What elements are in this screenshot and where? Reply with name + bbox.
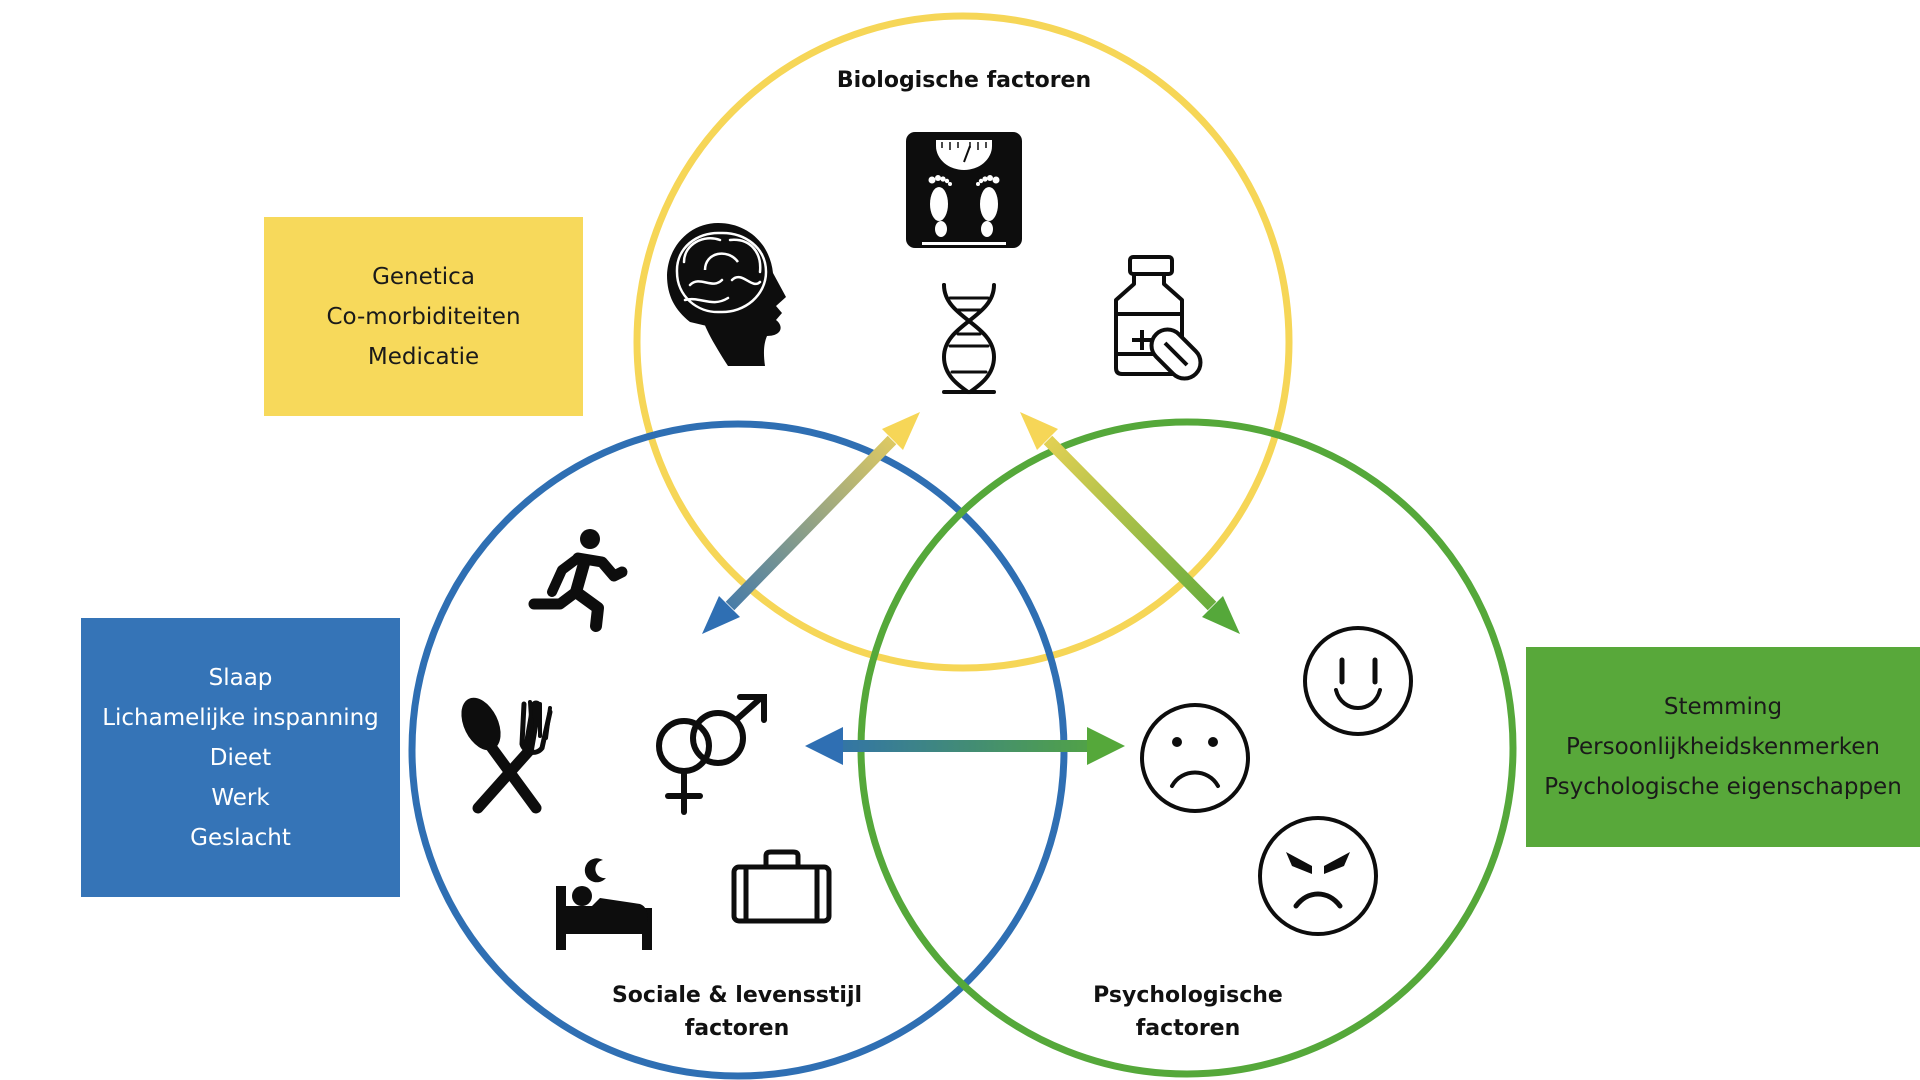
sleep-bed-icon	[556, 858, 652, 950]
social-item: Slaap	[208, 664, 273, 691]
brain-head-icon	[667, 223, 786, 366]
gender-symbols-icon	[656, 694, 767, 815]
social-item: Werk	[211, 784, 270, 811]
psychological-title-line2: factoren	[1136, 1016, 1241, 1041]
weighing-scale-icon	[906, 132, 1022, 248]
running-person-icon	[528, 529, 628, 632]
sad-face-icon	[1140, 703, 1250, 813]
social-item: Lichamelijke inspanning	[102, 704, 379, 731]
psychological-item: Stemming	[1663, 694, 1783, 720]
social-factors-box: Slaap Lichamelijke inspanning Dieet Werk…	[81, 618, 400, 897]
suitcase-icon	[731, 849, 832, 924]
social-title-line2: factoren	[685, 1016, 790, 1041]
angry-face-icon	[1258, 816, 1378, 936]
arrow-biological-psychological	[1020, 412, 1240, 634]
social-item: Geslacht	[190, 824, 291, 851]
biological-circle	[633, 12, 1293, 672]
psychological-factors-box: Stemming Persoonlijkheidskenmerken Psych…	[1526, 647, 1920, 847]
psychological-title-line1: Psychologische	[1093, 983, 1283, 1008]
biological-title: Biologische factoren	[837, 68, 1091, 93]
happy-face-icon	[1303, 626, 1413, 736]
medication-icon	[1114, 255, 1203, 381]
biological-item: Medicatie	[367, 343, 480, 370]
dna-icon	[941, 283, 997, 394]
biological-item: Co-morbiditeiten	[326, 303, 521, 330]
biological-factors-box: Genetica Co-morbiditeiten Medicatie	[264, 217, 583, 416]
biological-item: Genetica	[372, 263, 475, 290]
social-title-line1: Sociale & levensstijl	[612, 983, 862, 1008]
psychological-item: Persoonlijkheidskenmerken	[1565, 734, 1880, 760]
cutlery-icon	[461, 697, 553, 814]
arrow-biological-social	[702, 412, 920, 634]
arrow-social-psychological	[805, 727, 1125, 765]
social-item: Dieet	[209, 744, 272, 771]
psychological-item: Psychologische eigenschappen	[1544, 774, 1902, 800]
